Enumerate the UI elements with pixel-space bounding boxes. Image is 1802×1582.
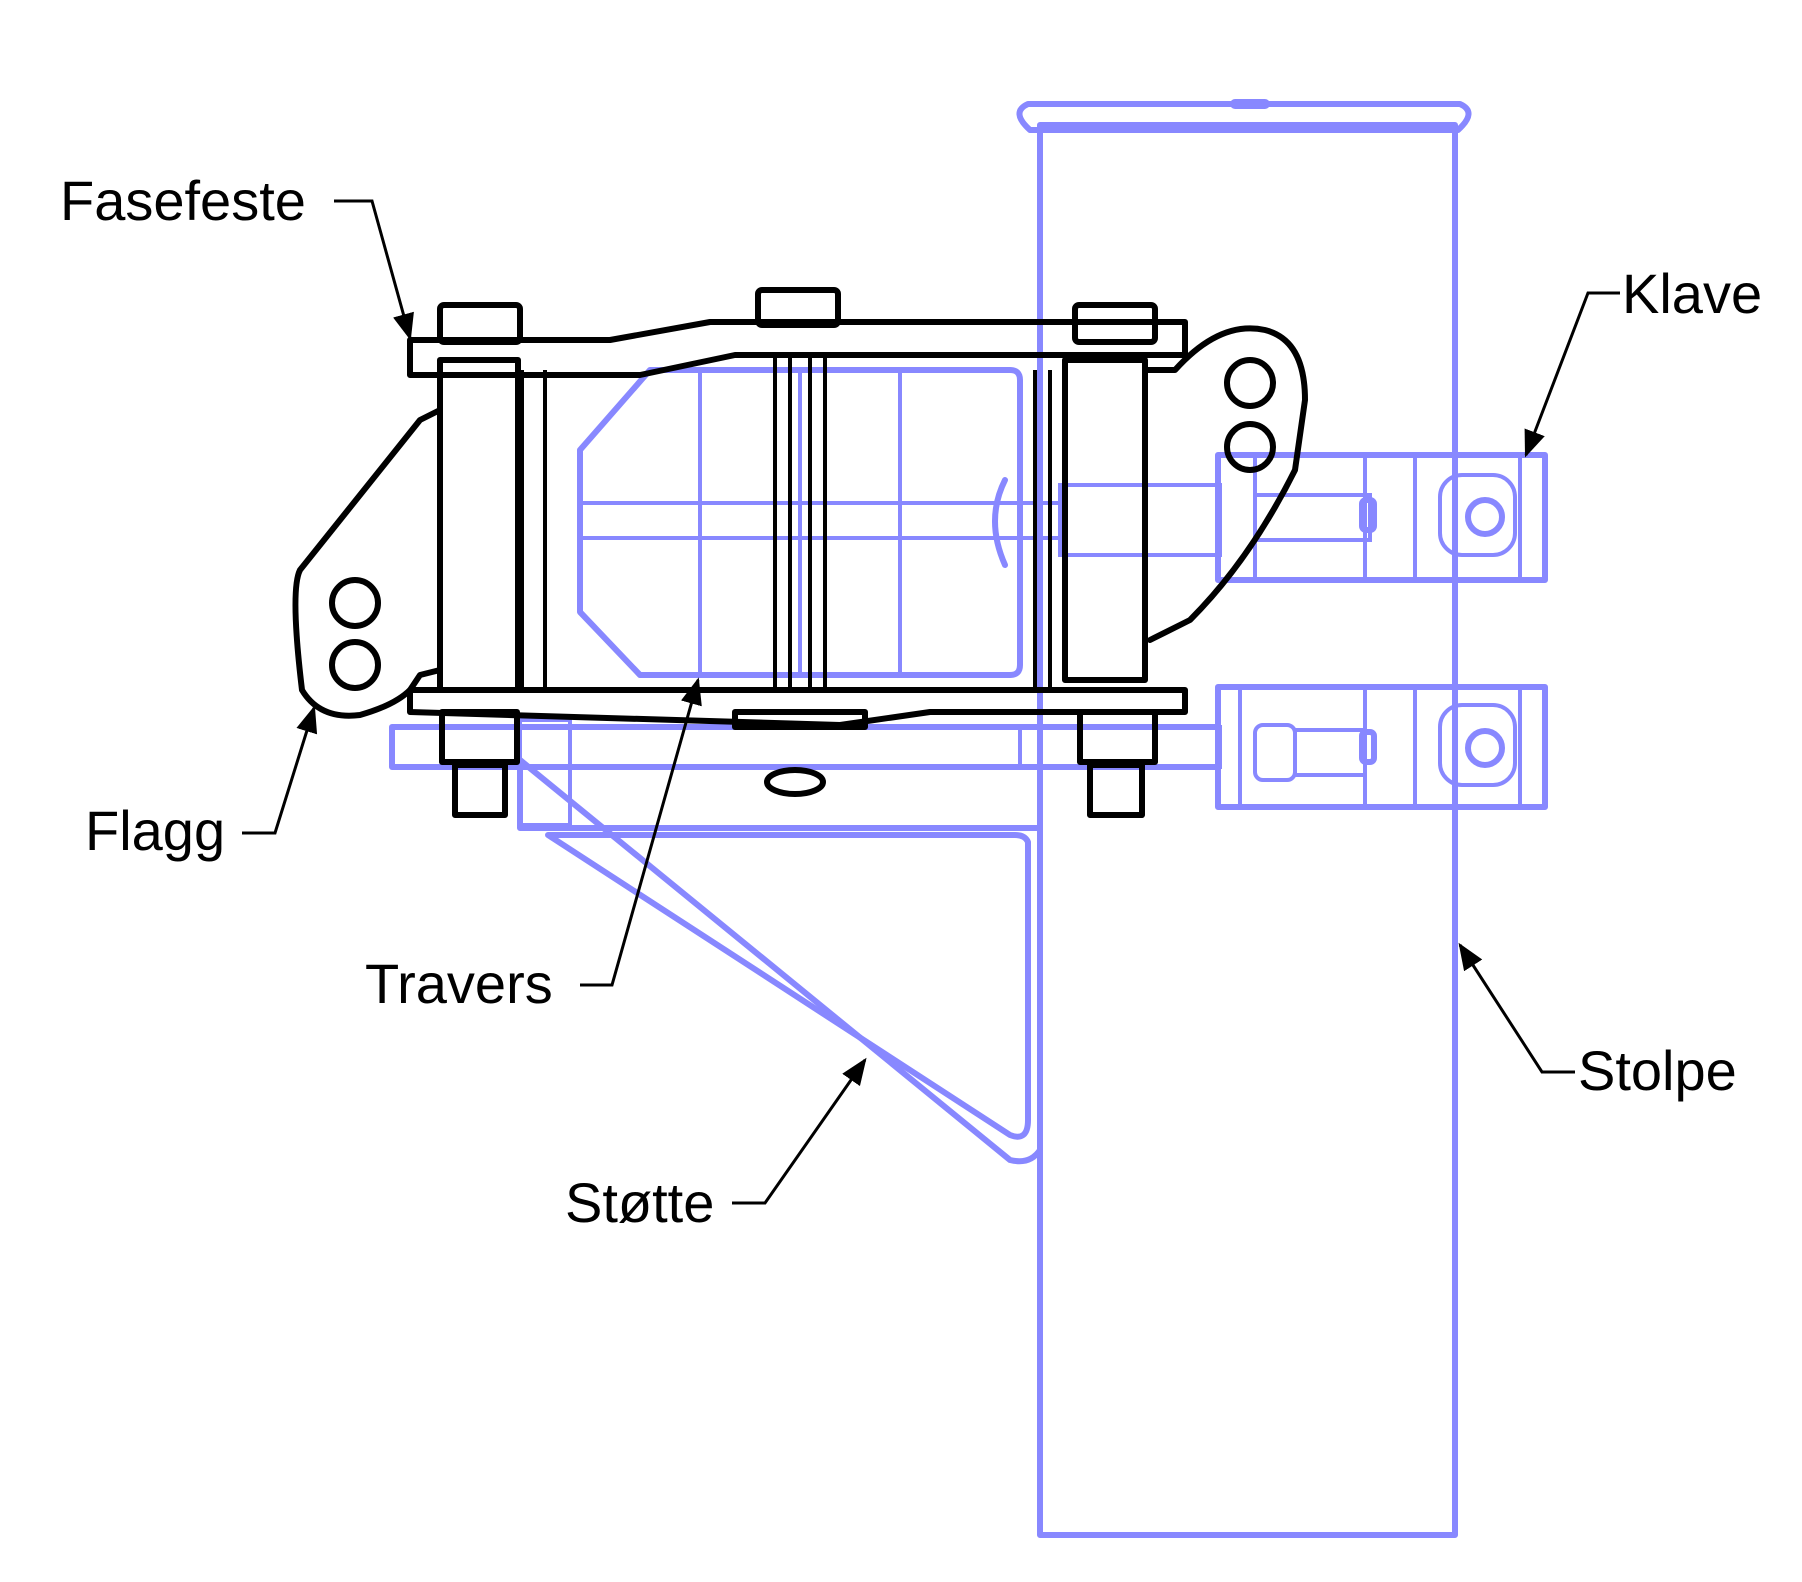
flag-left xyxy=(292,407,443,719)
label-stotte: Støtte xyxy=(565,1171,714,1234)
label-flagg: Flagg xyxy=(85,799,225,862)
phase-bracket xyxy=(407,287,1188,818)
label-travers: Travers xyxy=(365,952,553,1015)
callout-stotte: Støtte xyxy=(565,1057,867,1234)
clamp-upper-bolt-hole xyxy=(1465,497,1505,537)
flag-left-hole-lower xyxy=(329,639,381,691)
clamp-lower xyxy=(1215,684,1548,810)
crossarm-block-right xyxy=(1062,357,1148,683)
leader-stotte xyxy=(732,1057,867,1205)
callout-fasefeste: Fasefeste xyxy=(60,169,414,341)
pole xyxy=(1016,99,1472,1538)
support-strut-outline xyxy=(517,757,1043,1165)
callout-flagg: Flagg xyxy=(85,705,318,862)
flag-left-hole-upper xyxy=(329,577,381,629)
leader-flagg xyxy=(242,705,318,835)
phase-bracket-top-plate xyxy=(407,319,1188,378)
support-strut xyxy=(517,718,1043,1165)
leader-fasefeste xyxy=(334,199,414,341)
pole-body xyxy=(1037,122,1458,1538)
leader-stolpe xyxy=(1458,942,1575,1074)
clamp-lower-bolt-hole xyxy=(1465,728,1505,768)
callout-stolpe: Stolpe xyxy=(1458,942,1737,1102)
flag-left-plate xyxy=(292,407,443,719)
label-klave: Klave xyxy=(1622,262,1762,325)
callout-travers: Travers xyxy=(365,677,702,1015)
flag-right-hole-lower xyxy=(1224,421,1276,473)
flag-right xyxy=(1142,325,1308,643)
pole-cap xyxy=(1016,101,1472,133)
crossarm-frame xyxy=(577,367,1023,678)
leader-klave xyxy=(1524,291,1620,458)
leader-travers xyxy=(580,677,702,987)
label-fasefeste: Fasefeste xyxy=(60,169,306,232)
phase-bracket-bottom-plate xyxy=(407,687,1188,728)
flag-right-plate xyxy=(1142,325,1308,643)
crossarm-block-left xyxy=(437,357,521,693)
label-stolpe: Stolpe xyxy=(1578,1039,1737,1102)
flag-right-hole-upper xyxy=(1224,357,1276,409)
callout-klave: Klave xyxy=(1524,262,1762,458)
